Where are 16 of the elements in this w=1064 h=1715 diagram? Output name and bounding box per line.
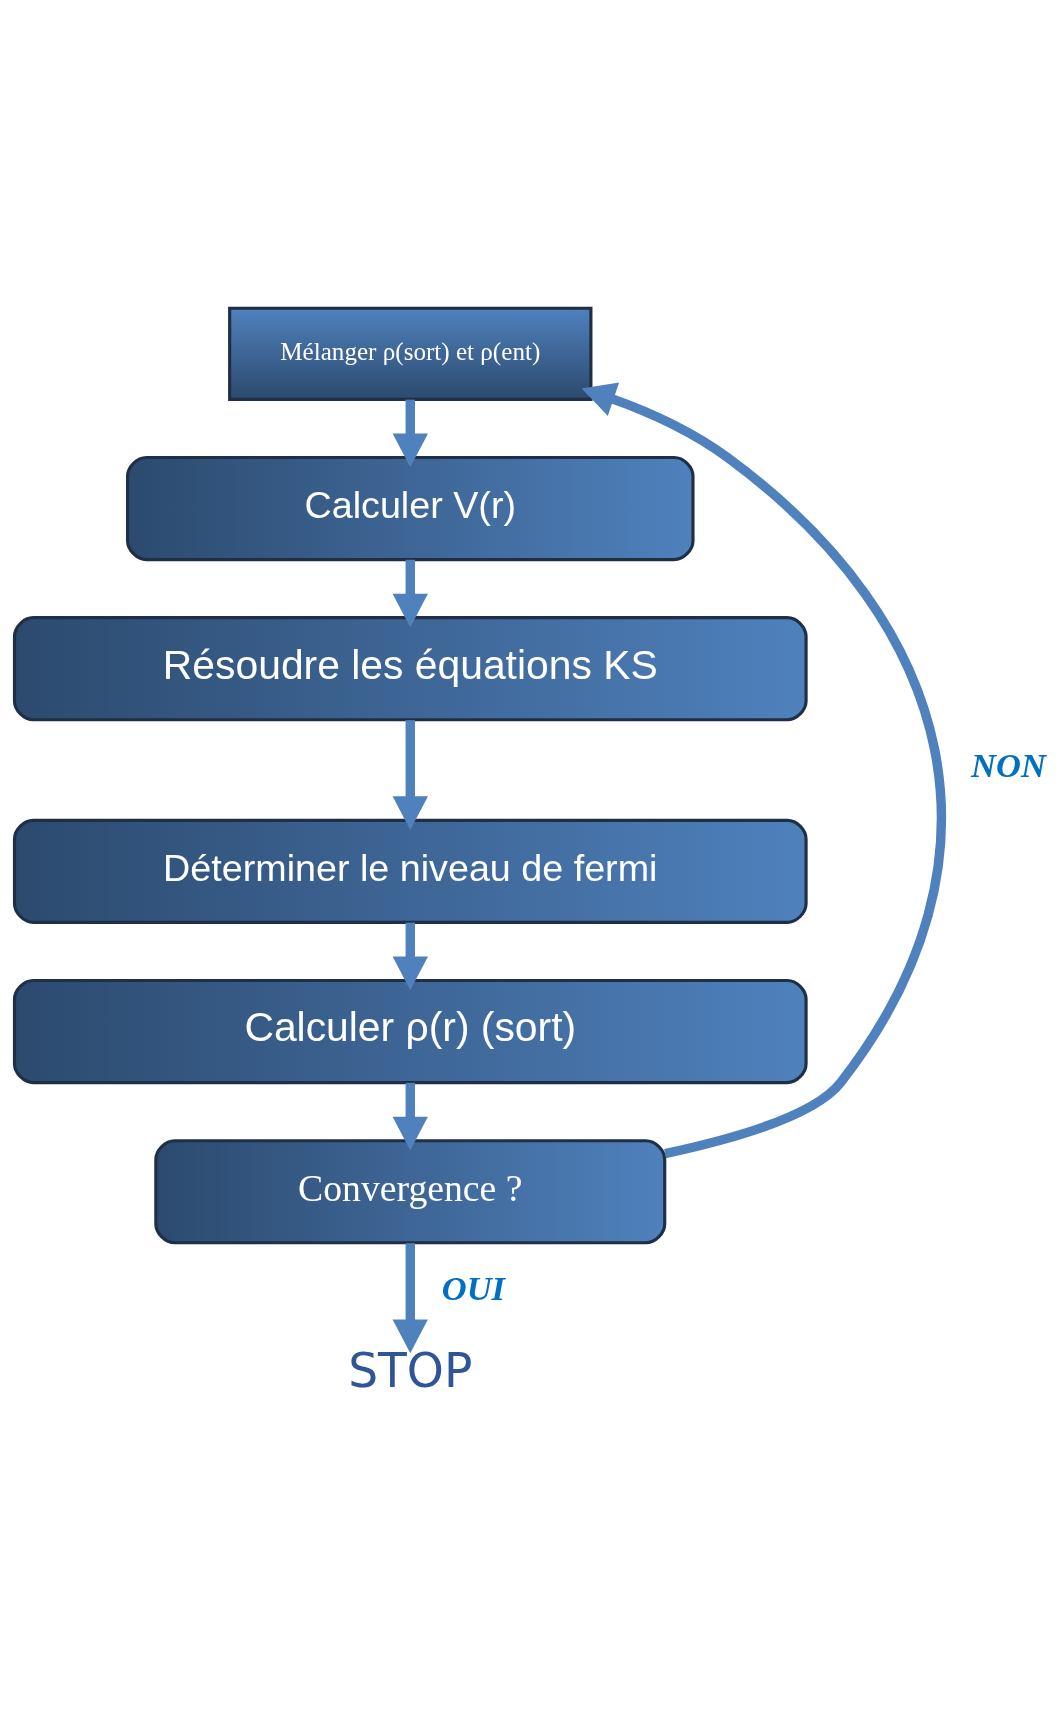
arrow <box>392 1242 428 1353</box>
arrow <box>392 719 428 830</box>
node-box: Mélanger ρ(sort) et ρ(ent) <box>228 306 593 401</box>
arrow <box>581 381 946 1158</box>
node-box: Résoudre les équations KS <box>12 615 808 721</box>
node-box: Déterminer le niveau de fermi <box>12 818 808 924</box>
arrow <box>392 559 428 627</box>
arrow <box>392 399 428 467</box>
edge-label: OUI <box>441 1268 506 1307</box>
arrow <box>392 1082 428 1150</box>
node-box: Convergence ? <box>154 1138 667 1244</box>
node-text: STOP <box>348 1342 473 1398</box>
node-box: Calculer V(r) <box>126 455 695 561</box>
node-box: Calculer ρ(r) (sort) <box>12 978 808 1084</box>
arrow <box>392 922 428 990</box>
edge-label: NON <box>970 745 1046 784</box>
